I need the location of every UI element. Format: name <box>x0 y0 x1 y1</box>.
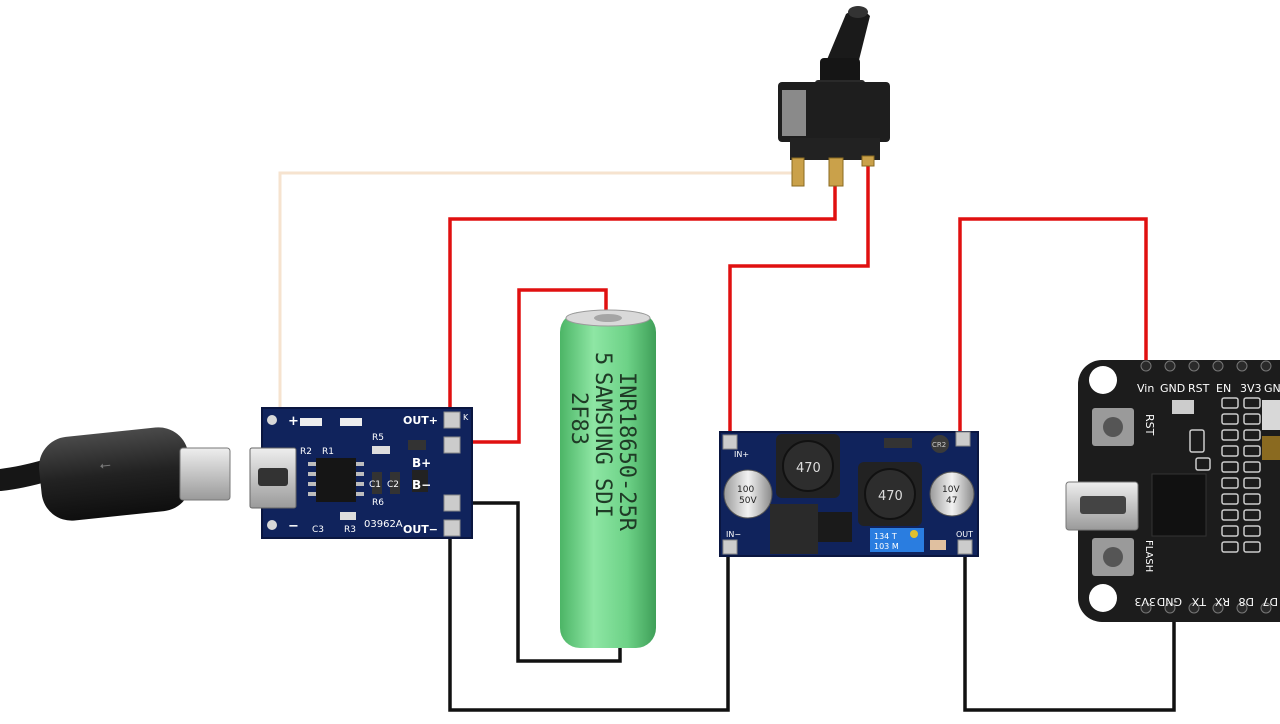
charger-label-out-plus: OUT+ <box>403 414 438 427</box>
boost-pad-out-minus <box>957 539 973 555</box>
nodemcu-pin-rx: RX <box>1214 595 1230 608</box>
usb-plug-metal-tip <box>179 447 231 501</box>
wire-out-minus-to-boost <box>448 530 730 712</box>
charger-module: + − OUT+ B+ B− OUT− K R2 R1 R5 R6 R3 C1 … <box>249 407 473 539</box>
boost-cap1-line2: 50V <box>739 496 757 506</box>
charger-c1: C1 <box>369 480 381 490</box>
nodemcu-rst-label: RST <box>1143 414 1156 436</box>
charger-label-minus: − <box>288 519 299 534</box>
nodemcu-pin-3v3-bottom: 3V3 <box>1134 595 1156 608</box>
charger-mount-hole-2 <box>267 520 277 530</box>
micro-usb-cable: ⭠ <box>0 427 231 521</box>
boost-cap1-line1: 100 <box>737 485 754 495</box>
nodemcu-pin-d7: D7 <box>1263 595 1278 608</box>
charger-c3: C3 <box>312 525 324 535</box>
charger-r1: R1 <box>322 447 334 457</box>
boost-pad-in-minus <box>722 539 738 555</box>
toggle-switch <box>778 6 890 187</box>
switch-lever-tip <box>848 6 868 18</box>
battery-label: INR18650-25R SAMSUNG SDI 5 2F83 <box>566 352 639 532</box>
nodemcu-mount-hole-top <box>1089 366 1117 394</box>
charger-label-out-minus: OUT− <box>403 523 438 536</box>
nodemcu-mount-hole-bottom <box>1089 584 1117 612</box>
boost-trimmer-line1: 134 T <box>874 532 897 541</box>
charger-r5: R5 <box>372 433 384 443</box>
nodemcu-pin-gn: GN <box>1264 382 1280 395</box>
charger-usb-socket <box>258 468 288 486</box>
charger-c2: C2 <box>387 480 399 490</box>
switch-terminal-2 <box>828 157 844 187</box>
charger-label-plus: + <box>288 414 299 429</box>
boost-cap2-line1: 10V <box>942 485 960 495</box>
boost-inductor-1-label: 470 <box>796 461 821 476</box>
wire-out-plus-to-switch <box>448 182 837 420</box>
battery-positive-terminal <box>594 314 622 322</box>
charger-ic <box>316 458 356 502</box>
wires <box>278 163 1176 712</box>
nodemcu-flash-label: FLASH <box>1143 540 1154 572</box>
wire-boost-gnd-to-nodemcu <box>963 545 1176 712</box>
charger-code: 03962A <box>364 519 403 530</box>
boost-converter: IN+ IN− OUT 470 470 100 50V 10V 47 134 T… <box>719 431 979 557</box>
nodemcu-pin-d8: D8 <box>1239 595 1254 608</box>
charger-pcb <box>261 407 473 539</box>
nodemcu-pin-3v3-top: 3V3 <box>1240 382 1262 395</box>
charger-label-b-plus: B+ <box>412 456 431 470</box>
wire-boost-out-to-vin <box>958 217 1148 440</box>
wire-b-plus-to-battery <box>455 288 608 444</box>
charger-r2: R2 <box>300 447 312 457</box>
charger-label-k: K <box>463 413 469 422</box>
battery-label-line3: 5 <box>590 352 615 365</box>
nodemcu-pin-tx: TX <box>1191 595 1207 608</box>
usb-plug-housing <box>38 427 192 521</box>
switch-terminal-1 <box>791 157 805 187</box>
battery-body <box>560 312 656 648</box>
boost-capacitor-1 <box>723 469 773 519</box>
switch-lever <box>826 9 870 65</box>
nodemcu-usb-chip <box>1151 473 1207 537</box>
usb-symbol-icon: ⭠ <box>99 457 112 474</box>
nodemcu-pin-rst: RST <box>1188 382 1210 395</box>
wire-b-minus-to-battery <box>455 501 622 663</box>
boost-label-out: OUT <box>956 530 973 539</box>
nodemcu-pin-en: EN <box>1216 382 1231 395</box>
wire-switch-to-boost-in <box>728 163 870 440</box>
nodemcu-pin-vin: Vin <box>1137 382 1154 395</box>
boost-capacitor-2 <box>929 471 975 517</box>
pad-out-minus <box>443 519 461 537</box>
nodemcu-pin-gnd-bottom: GND <box>1157 595 1182 608</box>
pad-out-plus <box>443 411 461 429</box>
boost-inductor-2-label: 470 <box>878 489 903 504</box>
boost-pad-out-plus <box>955 431 971 447</box>
charger-r6: R6 <box>372 498 384 508</box>
battery-label-line2: SAMSUNG SDI <box>590 372 615 518</box>
charger-led-1 <box>300 418 322 426</box>
charger-label-b-minus: B− <box>412 478 431 492</box>
battery-label-line1: INR18650-25R <box>614 372 639 532</box>
boost-cr-label: CR2 <box>932 441 946 449</box>
boost-label-in-minus: IN− <box>726 530 741 539</box>
nodemcu-board: Vin GND RST EN 3V3 GN 3V3 GND TX RX D8 D… <box>1065 360 1280 622</box>
charger-r3: R3 <box>344 525 356 535</box>
switch-base <box>790 138 880 160</box>
battery-label-line4: 2F83 <box>566 392 591 445</box>
nodemcu-pin-gnd-top: GND <box>1160 382 1185 395</box>
switch-terminal-3 <box>861 155 875 167</box>
charger-mount-hole-1 <box>267 415 277 425</box>
wire-usb-to-switch <box>278 171 800 418</box>
boost-regulator-ic <box>770 504 818 554</box>
charger-led-2 <box>340 418 362 426</box>
boost-small-cap <box>931 435 949 453</box>
boost-pad-in-plus <box>722 434 738 450</box>
battery-18650: INR18650-25R SAMSUNG SDI 5 2F83 <box>560 309 656 648</box>
boost-label-in-plus: IN+ <box>734 450 749 459</box>
boost-cap2-line2: 47 <box>946 496 957 506</box>
boost-trimmer-line2: 103 M <box>874 542 899 551</box>
pad-b-plus <box>443 436 461 454</box>
switch-side-metal <box>782 90 806 136</box>
pad-b-minus <box>443 494 461 512</box>
